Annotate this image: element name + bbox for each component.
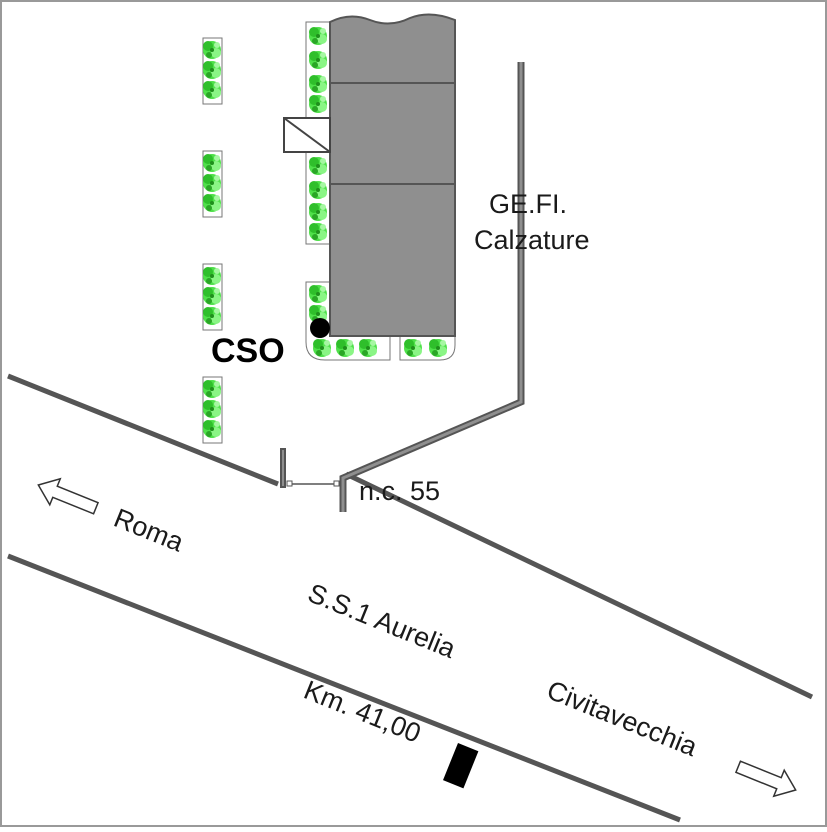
km-marker-icon (443, 743, 479, 789)
entrance-icon (283, 117, 331, 153)
hedge-building-side (305, 21, 456, 361)
gate-icon (286, 480, 340, 487)
road-edge-north (7, 373, 814, 700)
road-edge-south (7, 553, 681, 823)
building-gefi (329, 13, 456, 337)
cso-label: CSO (211, 332, 285, 370)
cso-marker-icon (310, 318, 330, 338)
building-label-line2: Calzature (474, 225, 590, 255)
direction-west-label: Roma (110, 503, 189, 558)
direction-east-label: Civitavecchia (543, 675, 703, 763)
building-label-line1: GE.FI. (489, 189, 567, 219)
hedge-strip-left (202, 37, 223, 444)
arrow-left-icon (37, 477, 100, 515)
arrow-right-icon (734, 760, 797, 798)
civic-number-label: n.c. 55 (359, 476, 440, 506)
road-name-label: S.S.1 Aurelia (304, 578, 461, 665)
